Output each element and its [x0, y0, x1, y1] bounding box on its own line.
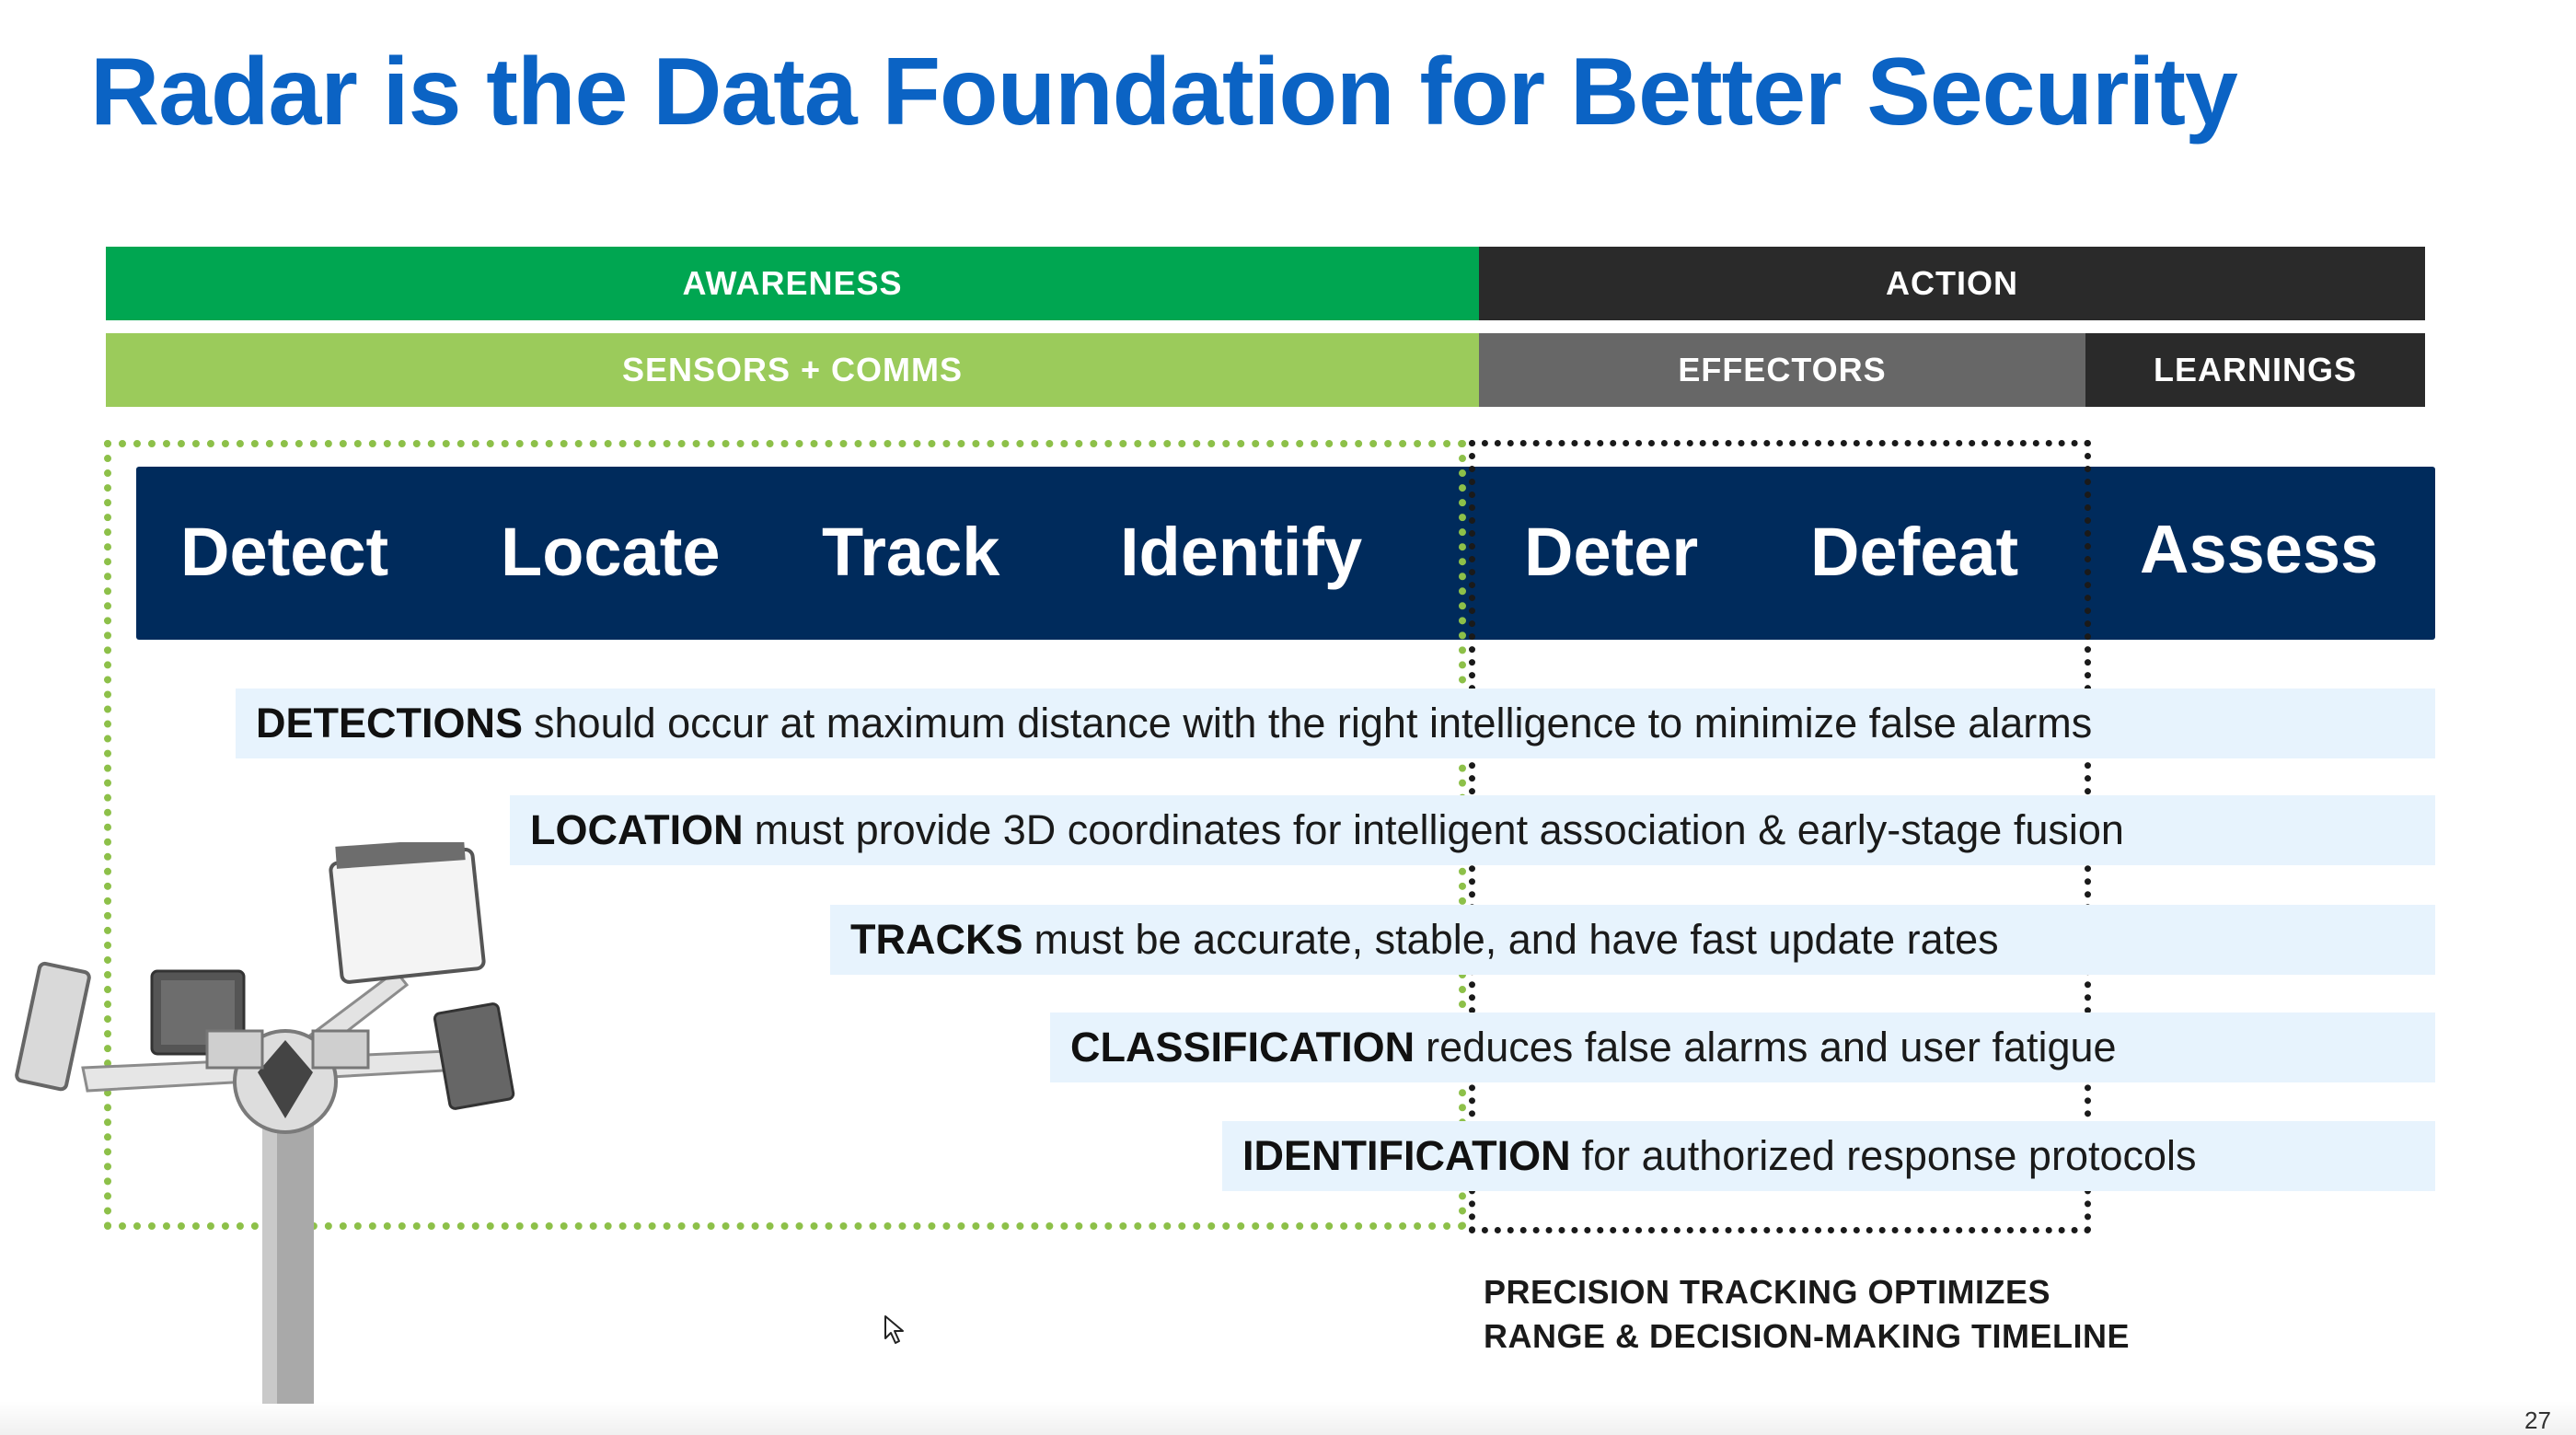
action-bar: ACTION [1479, 247, 2425, 320]
statement-text: must be accurate, stable, and have fast … [1034, 916, 1999, 963]
stage-locate: Locate [501, 514, 721, 590]
mouse-cursor-icon [884, 1315, 904, 1344]
stage-defeat: Defeat [1810, 514, 2019, 590]
statement-text: should occur at maximum distance with th… [534, 700, 2093, 746]
statement-key: DETECTIONS [256, 700, 524, 746]
bottom-shadow [0, 1401, 2576, 1435]
effectors-label: EFFECTORS [1678, 351, 1887, 388]
radar-tower-icon [15, 842, 515, 1404]
sensors-comms-bar: SENSORS + COMMS [106, 333, 1479, 407]
learnings-label: LEARNINGS [2153, 351, 2357, 388]
statement-key: IDENTIFICATION [1242, 1132, 1571, 1179]
statement-classification: CLASSIFICATION reduces false alarms and … [1050, 1013, 2435, 1082]
learnings-bar: LEARNINGS [2085, 333, 2425, 407]
stage-track: Track [822, 514, 1000, 590]
statement-identification: IDENTIFICATION for authorized response p… [1222, 1121, 2435, 1191]
awareness-label: AWARENESS [682, 264, 903, 302]
statement-text: must provide 3D coordinates for intellig… [754, 806, 2124, 853]
page-number: 27 [2524, 1406, 2551, 1435]
statement-text: reduces false alarms and user fatigue [1426, 1024, 2117, 1070]
precision-note-line-1: PRECISION TRACKING OPTIMIZES [1484, 1273, 2051, 1311]
statement-text: for authorized response protocols [1581, 1132, 2197, 1179]
stage-assess: Assess [2140, 511, 2379, 587]
statement-detections: DETECTIONS should occur at maximum dista… [236, 689, 2435, 758]
effectors-bar: EFFECTORS [1479, 333, 2085, 407]
precision-note-line-2: RANGE & DECISION-MAKING TIMELINE [1484, 1317, 2131, 1355]
stage-identify: Identify [1120, 514, 1363, 590]
statement-key: LOCATION [530, 806, 744, 853]
slide-title: Radar is the Data Foundation for Better … [90, 39, 2238, 145]
sensors-comms-label: SENSORS + COMMS [621, 351, 964, 388]
precision-note: PRECISION TRACKING OPTIMIZES RANGE & DEC… [1484, 1270, 2130, 1359]
stage-detect: Detect [180, 514, 389, 590]
stage-deter: Deter [1524, 514, 1699, 590]
statement-key: CLASSIFICATION [1070, 1024, 1415, 1070]
statement-key: TRACKS [850, 916, 1023, 963]
stages-band [136, 467, 2435, 640]
awareness-bar: AWARENESS [106, 247, 1479, 320]
action-label: ACTION [1886, 264, 2018, 302]
statement-tracks: TRACKS must be accurate, stable, and hav… [830, 905, 2435, 975]
statement-location: LOCATION must provide 3D coordinates for… [510, 795, 2435, 865]
